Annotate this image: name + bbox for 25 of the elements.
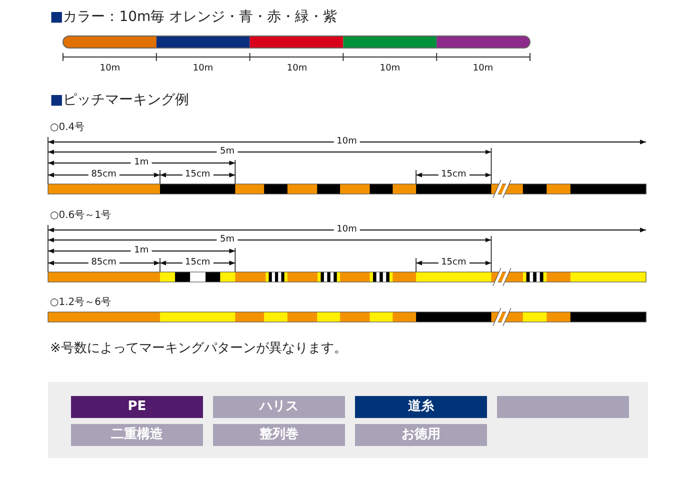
size-label: ○0.6号～1号 <box>50 211 111 221</box>
section-heading: ■カラー：10m毎 オレンジ・青・赤・緑・紫 <box>50 10 338 24</box>
category-tag: 道糸 <box>355 396 487 418</box>
dimension-label: 15cm <box>438 170 470 180</box>
category-tag: PE <box>71 396 203 418</box>
dimension-label: 15cm <box>182 258 214 268</box>
dimension-label: 10m <box>334 226 360 234</box>
dimension-label: 15cm <box>438 258 470 268</box>
dimension-label: 1m <box>131 158 152 168</box>
dimension-label: 85cm <box>88 170 120 180</box>
section-heading: ■ピッチマーキング例 <box>50 93 190 107</box>
category-tag: 二重構造 <box>71 424 203 446</box>
dimension-label: 85cm <box>88 258 120 268</box>
size-label: ○1.2号～6号 <box>50 298 111 308</box>
dimension-label: 5m <box>217 148 238 156</box>
dimension-label: 1m <box>131 246 152 256</box>
dimension-label: 15cm <box>182 170 214 180</box>
category-tag: お徳用 <box>355 424 487 446</box>
dimension-label: 10m <box>334 138 360 146</box>
size-label: ○0.4号 <box>50 123 85 133</box>
category-tag: ハリス <box>213 396 345 418</box>
blank-tag <box>497 396 629 418</box>
category-tag: 整列巻 <box>213 424 345 446</box>
note-text: ※号数によってマーキングパターンが異なります。 <box>50 342 347 355</box>
dimension-label: 5m <box>217 236 238 244</box>
